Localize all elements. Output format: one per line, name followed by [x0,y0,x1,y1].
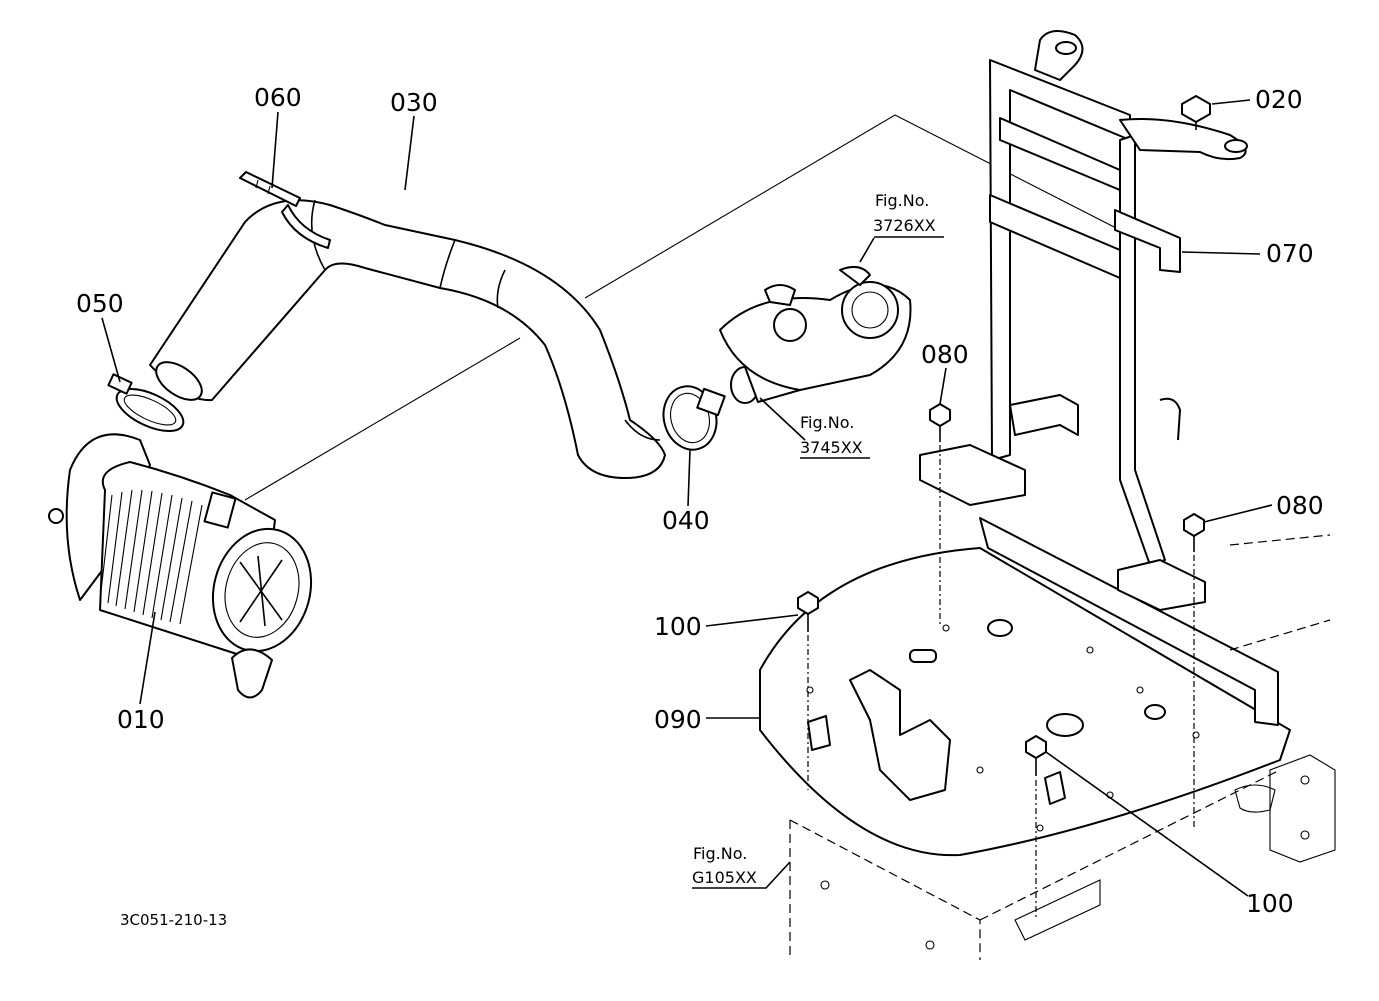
part-labels: 060 030 050 040 010 020 070 080 080 100 … [76,83,1324,918]
ref-3726-num: 3726XX [873,216,936,235]
part-label-020: 020 [1255,85,1303,114]
air-cleaner-ribs [99,489,203,625]
mounting-plate-090 [759,403,1291,857]
alignment-lines [807,445,1195,920]
part-label-060: 060 [254,83,302,112]
part-label-050: 050 [76,289,124,318]
part-label-100-lower: 100 [1246,889,1294,918]
part-label-010: 010 [117,705,165,734]
air-cleaner-010 [48,433,313,699]
part-label-080-upper: 080 [921,340,969,369]
hose-clamp-050 [107,373,185,433]
turbocharger-ref [719,265,912,404]
part-label-030: 030 [390,88,438,117]
ref-3745-fig: Fig.No. [800,413,854,432]
part-label-090: 090 [654,705,702,734]
ref-g105-fig: Fig.No. [693,844,747,863]
guide-lines [244,114,1121,501]
frame-ref-g105 [789,534,1336,960]
part-label-080-right: 080 [1276,491,1324,520]
part-label-070: 070 [1266,239,1314,268]
ref-3726-fig: Fig.No. [875,191,929,210]
support-bracket-070 [989,30,1248,566]
reference-labels: Fig.No. 3726XX Fig.No. 3745XX Fig.No. G1… [692,191,936,887]
intake-hose-030 [149,199,666,479]
part-label-040: 040 [662,506,710,535]
drawing-code: 3C051-210-13 [120,911,227,929]
ref-3745-num: 3745XX [800,438,863,457]
ref-g105-num: G105XX [692,868,757,887]
clamp-040 [662,385,726,451]
leader-lines [101,99,1273,897]
tie-band-060 [239,171,331,249]
part-label-100-left: 100 [654,612,702,641]
